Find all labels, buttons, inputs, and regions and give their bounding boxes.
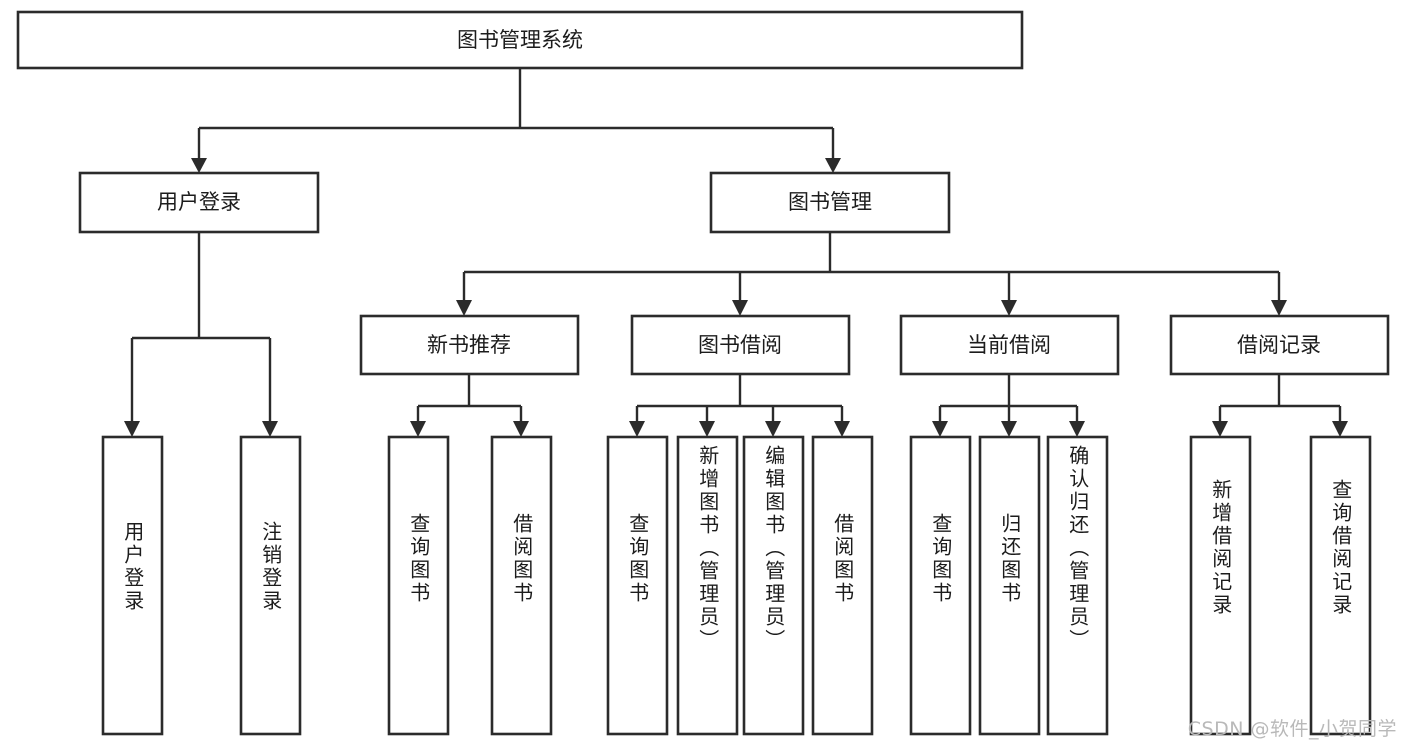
- node-new-book-rec-label: 新书推荐: [427, 333, 511, 357]
- node-book-manage[interactable]: 图书管理: [709, 171, 951, 234]
- connector-bookborrow-to-leaves: [629, 374, 850, 437]
- node-leaf-add-record[interactable]: [1189, 435, 1252, 736]
- node-leaf-query-book-3[interactable]: [909, 435, 972, 736]
- connector-newbook-to-leaves: [410, 374, 529, 437]
- node-user-login-label: 用户登录: [157, 190, 241, 214]
- node-leaf-borrow-book-1[interactable]: [490, 435, 553, 736]
- node-new-book-rec[interactable]: 新书推荐: [359, 314, 580, 376]
- node-current-borrow-label: 当前借阅: [967, 333, 1051, 357]
- connector-userlogin-to-leaves: [124, 232, 278, 437]
- connector-root-to-level2: [191, 68, 841, 173]
- node-leaf-return-book[interactable]: [978, 435, 1041, 736]
- node-borrow-record[interactable]: 借阅记录: [1169, 314, 1390, 376]
- node-leaf-edit-book[interactable]: [742, 435, 805, 736]
- node-leaf-query-record[interactable]: [1309, 435, 1372, 736]
- node-leaf-add-book[interactable]: [676, 435, 739, 736]
- connector-borrowrecord-to-leaves: [1212, 374, 1348, 437]
- node-root-label: 图书管理系统: [457, 28, 583, 52]
- node-book-manage-label: 图书管理: [788, 190, 872, 214]
- node-leaf-borrow-book-2[interactable]: [811, 435, 874, 736]
- node-book-borrow[interactable]: 图书借阅: [630, 314, 851, 376]
- connector-bookmanage-to-level3: [456, 232, 1287, 316]
- node-leaf-confirm-return[interactable]: [1046, 435, 1109, 736]
- watermark-text: CSDN @软件_小贺同学: [1187, 718, 1397, 740]
- node-user-login[interactable]: 用户登录: [78, 171, 320, 234]
- node-borrow-record-label: 借阅记录: [1237, 333, 1321, 357]
- node-leaf-query-book-1[interactable]: [387, 435, 450, 736]
- node-current-borrow[interactable]: 当前借阅: [899, 314, 1120, 376]
- node-leaf-query-book-2[interactable]: [606, 435, 669, 736]
- connector-currentborrow-to-leaves: [932, 374, 1085, 437]
- node-leaf-user-login[interactable]: [101, 435, 164, 736]
- node-book-borrow-label: 图书借阅: [698, 333, 782, 357]
- node-root[interactable]: 图书管理系统: [16, 10, 1024, 70]
- node-leaf-user-logout[interactable]: [239, 435, 302, 736]
